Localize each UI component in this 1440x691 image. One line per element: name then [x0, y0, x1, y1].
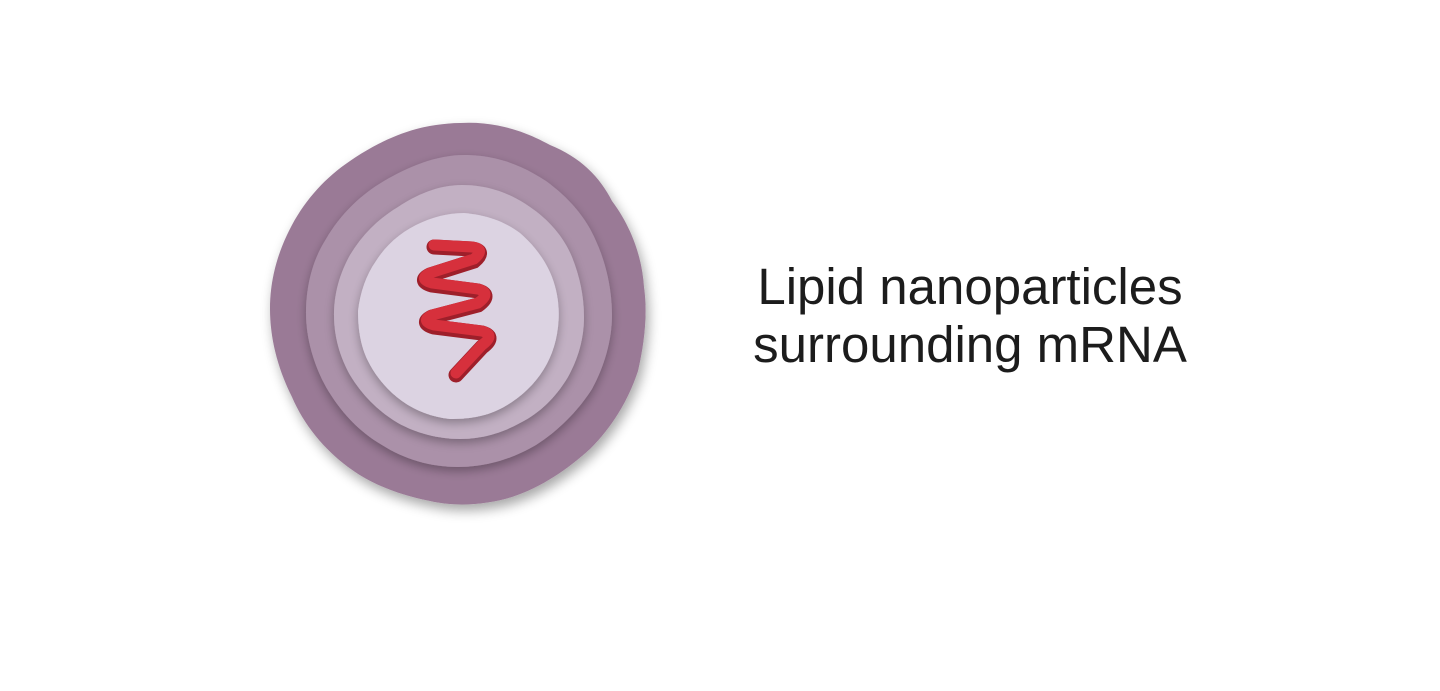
caption-line-1: Lipid nanoparticles: [757, 258, 1183, 315]
mrna-helix-icon: [417, 239, 497, 383]
caption-line-2: surrounding mRNA: [753, 316, 1187, 373]
lipid-nanoparticle-icon: [250, 105, 670, 525]
figure-caption: Lipid nanoparticles surrounding mRNA: [700, 258, 1240, 374]
